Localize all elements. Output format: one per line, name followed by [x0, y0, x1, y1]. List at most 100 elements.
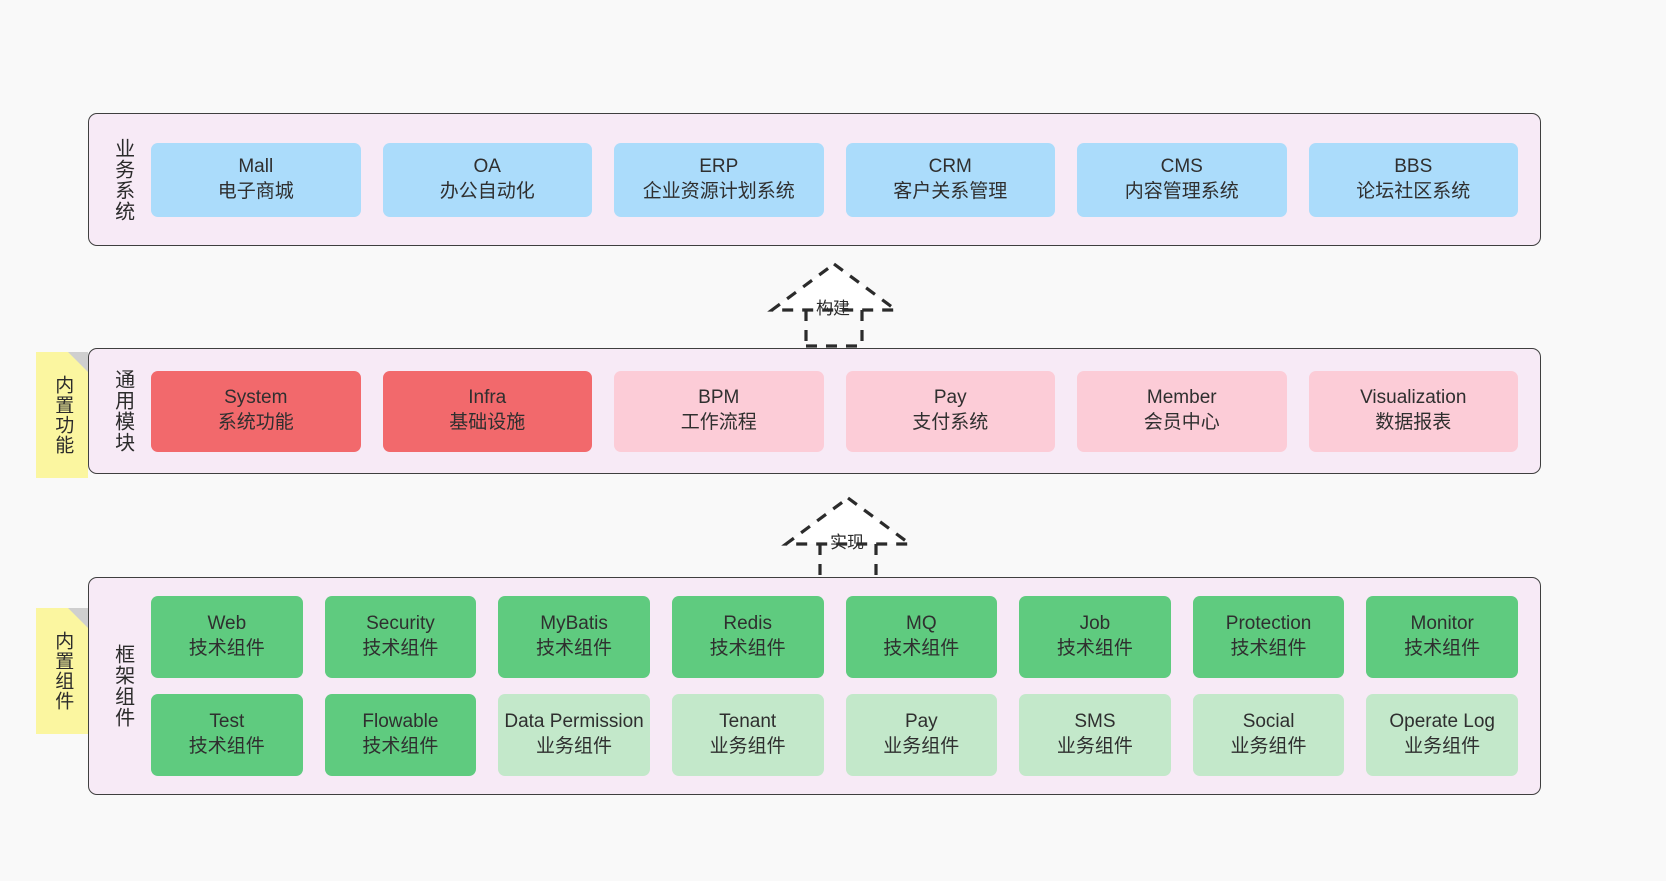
component-desc: 内容管理系统 [1124, 180, 1239, 202]
component-desc: 客户关系管理 [893, 180, 1008, 202]
component-box[interactable]: Data Permission 业务组件 [498, 694, 650, 776]
note-builtin-component: 内置组件 [36, 608, 88, 734]
arrow-implement: 实现 [758, 492, 938, 582]
component-box[interactable]: Operate Log 业务组件 [1366, 694, 1518, 776]
component-box[interactable]: ERP 企业资源计划系统 [614, 142, 824, 217]
component-name: Data Permission [504, 711, 644, 733]
component-desc: 业务组件 [1404, 736, 1481, 757]
component-desc: 业务组件 [1056, 736, 1133, 757]
component-box[interactable]: MyBatis 技术组件 [498, 596, 650, 678]
layer-business-cells: Mall 电子商城 OA 办公自动化 ERP 企业资源计划系统 CRM 客户关系管理 CMS 内容… [145, 114, 1540, 245]
component-desc: 会员中心 [1143, 412, 1220, 433]
component-name: MyBatis [540, 613, 608, 635]
arrow-implement-label: 实现 [830, 533, 864, 552]
arrow-build: 构建 [744, 258, 924, 348]
component-desc: 业务组件 [883, 736, 960, 757]
component-name: Security [366, 613, 435, 635]
component-name: Flowable [362, 711, 439, 733]
component-name: CRM [928, 155, 972, 177]
component-box[interactable]: MQ 技术组件 [845, 596, 998, 678]
note-fold-corner-icon [68, 352, 88, 372]
component-name: Monitor [1410, 613, 1474, 635]
component-desc: 技术组件 [188, 638, 265, 659]
layer-title-common-modules: 通用模块 [111, 369, 134, 453]
component-desc: 业务组件 [1230, 736, 1307, 757]
component-box[interactable]: Protection 技术组件 [1192, 596, 1345, 678]
component-name: SMS [1074, 711, 1116, 733]
component-desc: 论坛社区系统 [1356, 180, 1471, 202]
component-box[interactable]: Web 技术组件 [151, 596, 303, 678]
component-name: Visualization [1360, 387, 1467, 409]
component-box[interactable]: BBS 论坛社区系统 [1308, 142, 1518, 217]
component-name: MQ [906, 613, 937, 635]
component-name: Pay [904, 711, 938, 733]
component-name: OA [473, 155, 501, 177]
note-builtin-function-label: 内置功能 [52, 375, 74, 455]
component-box[interactable]: CRM 客户关系管理 [845, 142, 1055, 217]
layer-business-system: 业务系统 Mall 电子商城 OA 办公自动化 ERP 企业资源计划系统 CRM 客户关系管理… [88, 113, 1541, 246]
component-desc: 业务组件 [709, 736, 786, 757]
component-desc: 业务组件 [536, 736, 613, 757]
component-row: Mall 电子商城 OA 办公自动化 ERP 企业资源计划系统 CRM 客户关系管理 CMS 内容… [151, 142, 1518, 217]
component-desc: 技术组件 [536, 638, 613, 659]
component-desc: 数据报表 [1375, 412, 1452, 433]
component-desc: 技术组件 [709, 638, 786, 659]
note-builtin-component-label: 内置组件 [52, 631, 74, 711]
layer-title-business-system: 业务系统 [111, 137, 134, 222]
component-box[interactable]: CMS 内容管理系统 [1077, 142, 1287, 217]
component-desc: 电子商城 [217, 180, 294, 202]
component-name: Infra [468, 387, 507, 409]
component-name: Web [207, 613, 247, 635]
component-box[interactable]: Monitor 技术组件 [1366, 596, 1518, 678]
component-desc: 支付系统 [912, 412, 989, 433]
layer-title-framework-components: 框架组件 [111, 644, 134, 728]
component-name: BBS [1394, 155, 1433, 177]
component-desc: 技术组件 [1230, 638, 1307, 659]
component-box[interactable]: System 系统功能 [151, 370, 361, 452]
component-desc: 技术组件 [1056, 638, 1133, 659]
component-box[interactable]: Flowable 技术组件 [324, 694, 477, 776]
component-box[interactable]: Tenant 业务组件 [671, 694, 824, 776]
component-name: Redis [723, 613, 772, 635]
component-desc: 办公自动化 [439, 180, 535, 202]
component-name: System [224, 387, 288, 409]
component-desc: 技术组件 [188, 736, 265, 757]
component-box[interactable]: BPM 工作流程 [614, 370, 824, 452]
component-box[interactable]: OA 办公自动化 [382, 142, 592, 217]
component-desc: 企业资源计划系统 [642, 180, 795, 202]
component-box[interactable]: Infra 基础设施 [382, 370, 592, 452]
component-box[interactable]: Redis 技术组件 [671, 596, 824, 678]
component-name: Operate Log [1389, 711, 1495, 733]
component-box[interactable]: Visualization 数据报表 [1308, 370, 1518, 452]
component-name: Mall [238, 155, 274, 177]
component-box[interactable]: Test 技术组件 [151, 694, 303, 776]
note-builtin-function: 内置功能 [36, 352, 88, 478]
component-desc: 系统功能 [217, 412, 294, 433]
component-name: Test [209, 711, 245, 733]
component-name: CMS [1160, 155, 1203, 177]
component-box[interactable]: SMS 业务组件 [1019, 694, 1171, 776]
component-box[interactable]: Mall 电子商城 [151, 142, 361, 217]
component-desc: 技术组件 [362, 638, 439, 659]
component-desc: 技术组件 [362, 736, 439, 757]
component-desc: 技术组件 [883, 638, 960, 659]
component-box[interactable]: Pay 业务组件 [845, 694, 998, 776]
component-desc: 技术组件 [1404, 638, 1481, 659]
component-name: Protection [1225, 613, 1312, 635]
component-desc: 基础设施 [449, 412, 526, 433]
component-name: ERP [699, 155, 739, 177]
component-name: Tenant [719, 711, 777, 733]
component-box[interactable]: Security 技术组件 [324, 596, 477, 678]
component-name: BPM [698, 387, 740, 409]
component-desc: 工作流程 [680, 412, 757, 433]
